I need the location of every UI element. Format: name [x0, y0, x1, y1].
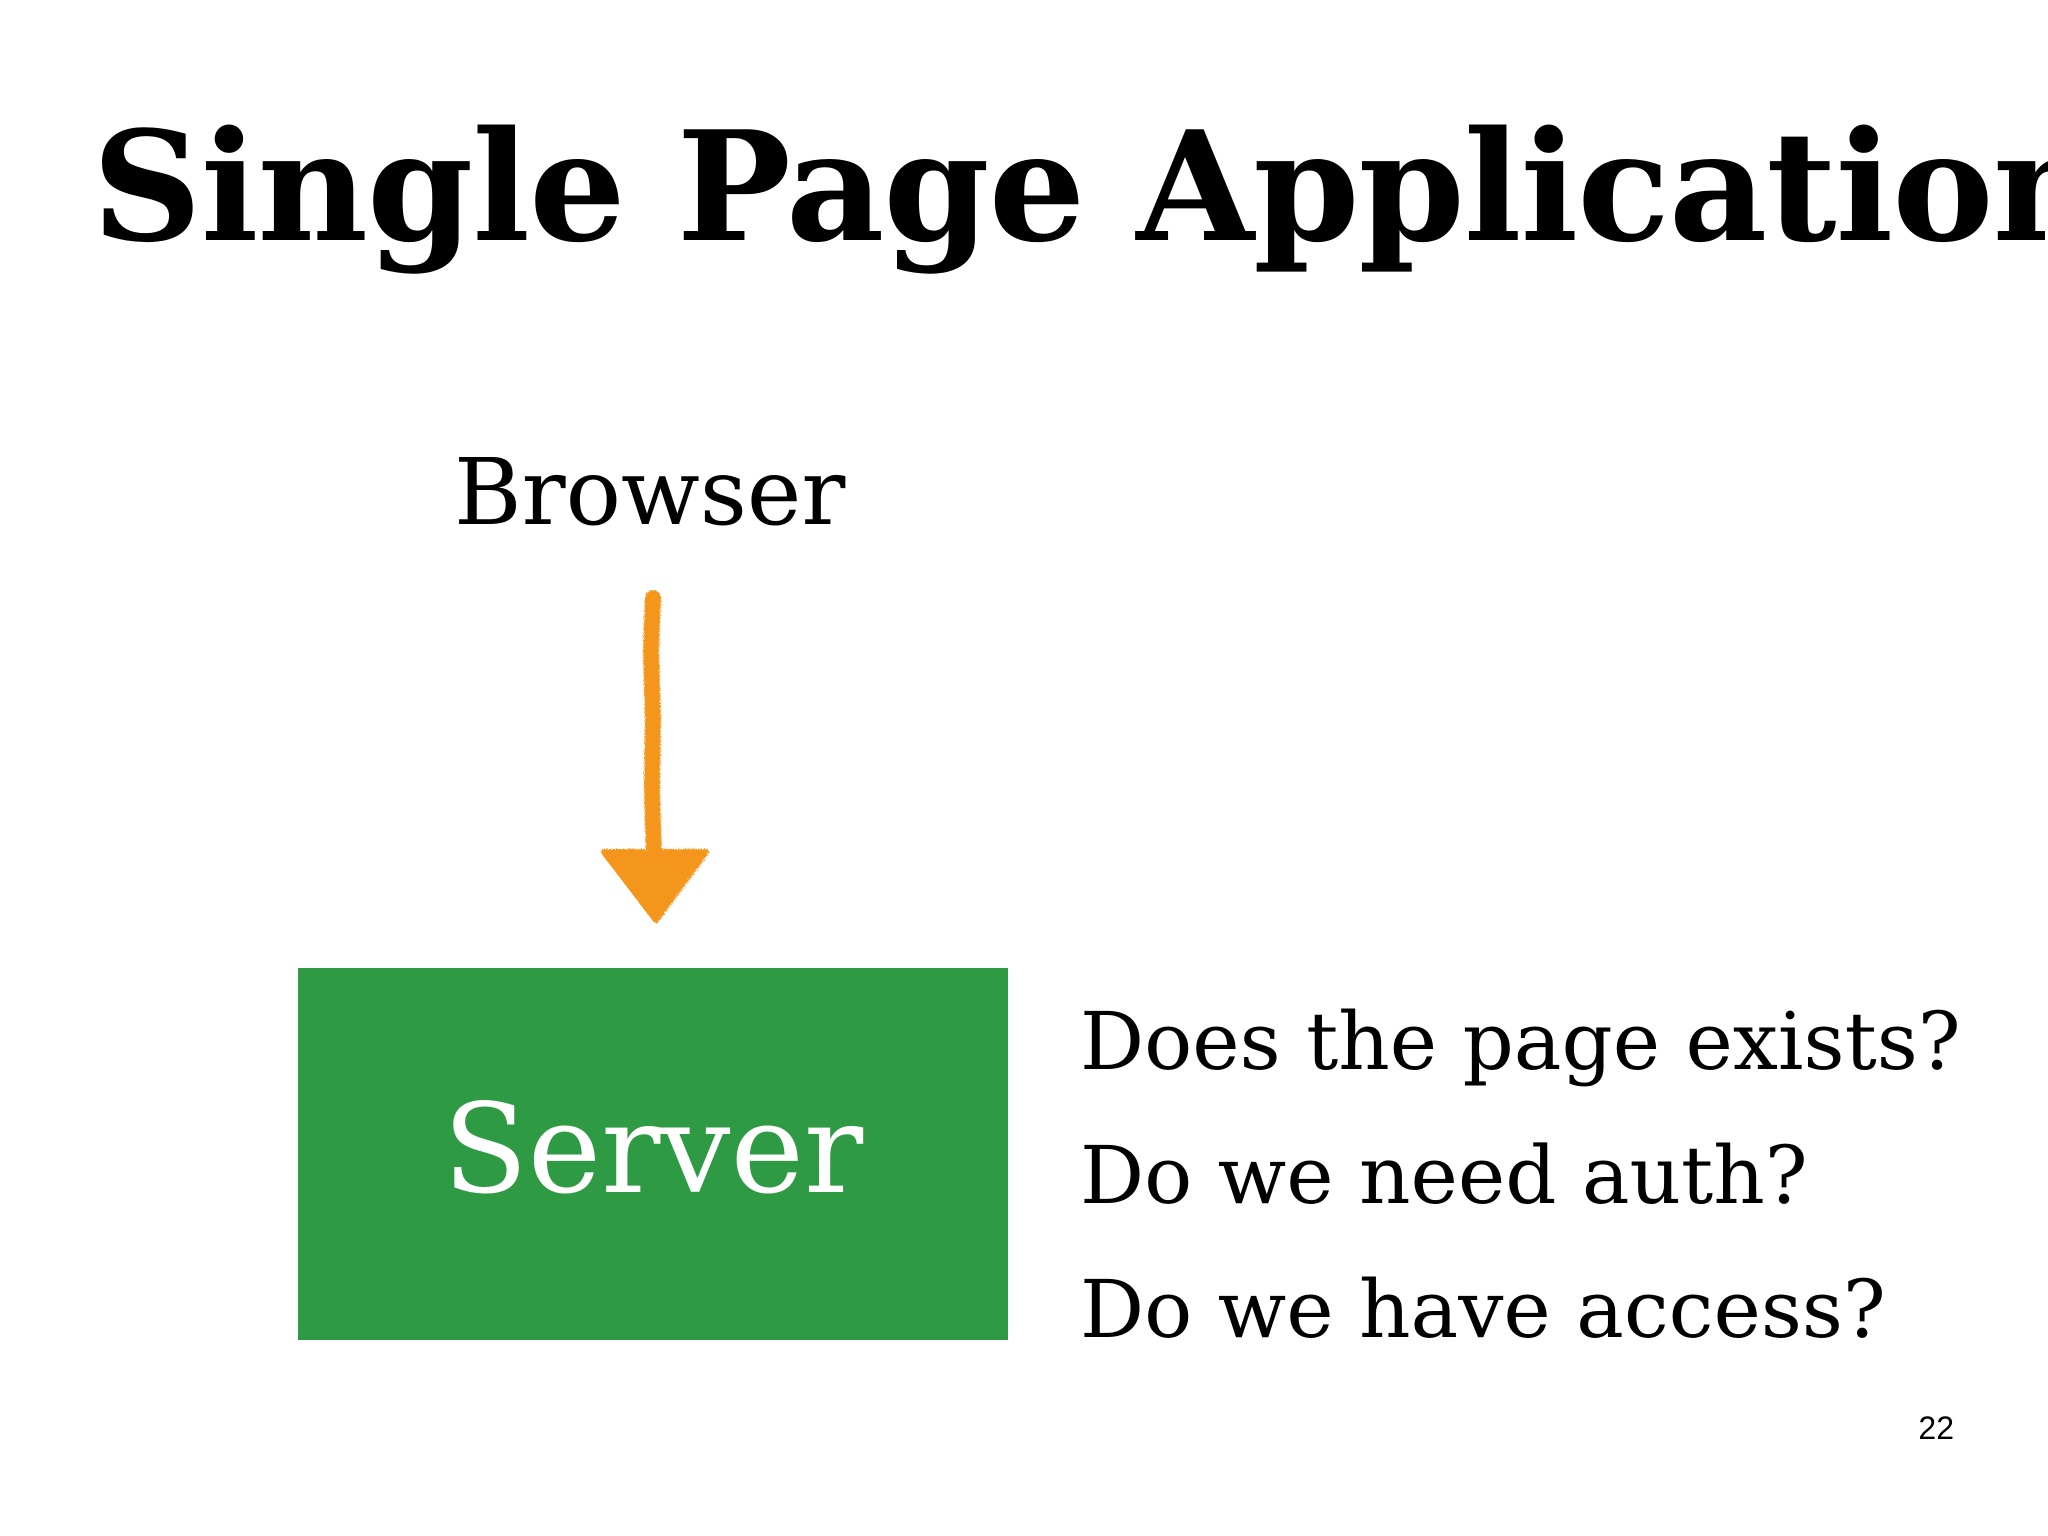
arrow-shape [601, 590, 709, 923]
question-item: Do we need auth? [1080, 1129, 1808, 1222]
slide-title: Single Page Application [92, 97, 2048, 276]
server-label: Server [442, 1077, 864, 1222]
server-box: Server [298, 968, 1008, 1340]
arrow-shaft [642, 590, 662, 863]
question-item: Do we have access? [1080, 1263, 1886, 1356]
browser-label: Browser [454, 439, 846, 546]
question-item: Does the page exists? [1080, 995, 1961, 1088]
arrow-head [601, 849, 709, 923]
arrow-down-icon [601, 590, 709, 923]
page-number: 22 [1918, 1410, 1954, 1446]
question-list: Does the page exists? Do we need auth? D… [1080, 975, 1961, 1377]
